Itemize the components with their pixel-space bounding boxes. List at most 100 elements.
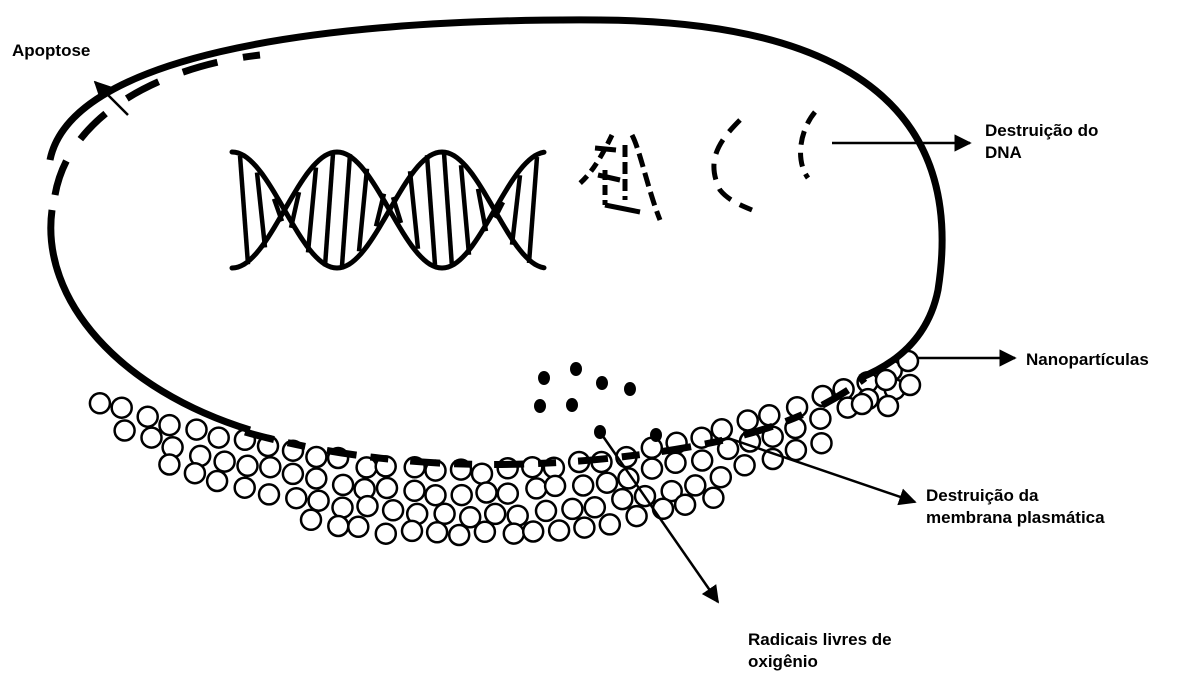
label-free-radicals-line1: Radicais livres de [748,629,892,651]
nanoparticle [472,464,492,484]
nanoparticle [612,489,632,509]
nanoparticle [215,452,235,472]
nanoparticle [333,475,353,495]
nanoparticle [260,457,280,477]
label-nanoparticles: Nanopartículas [1026,349,1149,371]
nanoparticle [692,451,712,471]
nanoparticle [585,497,605,517]
nanoparticle [711,467,731,487]
nanoparticle [383,500,403,520]
nanoparticle [900,375,920,395]
nanoparticle [435,504,455,524]
nanoparticle [810,409,830,429]
nanoparticle [685,475,705,495]
nanoparticle [377,478,397,498]
nanoparticle [642,459,662,479]
nanoparticle [283,464,303,484]
dna-fragments [578,112,815,220]
nanoparticle [306,447,326,467]
nanoparticle [115,421,135,441]
nanoparticle [536,501,556,521]
nanoparticle [187,420,207,440]
nanoparticle [238,456,258,476]
cell-membrane-left [51,210,250,430]
nanoparticle [485,504,505,524]
nanoparticle [475,522,495,542]
nanoparticle [812,433,832,453]
nanoparticle [666,453,686,473]
cell-membrane-broken-topleft [55,55,260,195]
nanoparticle [498,484,518,504]
free-radicals [534,362,662,442]
dna-base-pair [444,153,452,267]
label-free-radicals-line2: oxigênio [748,651,892,673]
nanoparticle [427,522,447,542]
nanoparticle [675,495,695,515]
nanoparticle [333,498,353,518]
dna-helix [232,152,544,268]
nanoparticle [477,483,497,503]
nanoparticle [159,455,179,475]
dna-base-pair [529,157,537,263]
dna-base-pair [512,175,520,245]
nanoparticle [504,524,524,544]
dna-base-pair [308,168,316,253]
nanoparticle [112,398,132,418]
nanoparticle [562,499,582,519]
dna-base-pair [257,173,265,248]
nanoparticle [738,411,758,431]
label-membrane-destruction-line2: membrana plasmática [926,507,1105,529]
nanoparticle [376,524,396,544]
nanoparticle [703,488,723,508]
dna-base-pair [325,154,333,267]
nanoparticle [405,481,425,501]
nanoparticle-cluster [90,351,920,545]
label-dna-destruction-line1: Destruição do [985,120,1098,142]
label-membrane-destruction: Destruição da membrana plasmática [926,485,1105,529]
nanoparticle [309,491,329,511]
nanoparticle [523,522,543,542]
dna-base-pair [461,165,469,255]
nanoparticle [426,485,446,505]
nanoparticle [549,521,569,541]
nanoparticle [526,478,546,498]
nanoparticle [286,488,306,508]
nanoparticle [207,471,227,491]
nanoparticle [759,405,779,425]
nanoparticle [574,518,594,538]
nanoparticle [545,476,565,496]
nanoparticle [402,521,422,541]
nanoparticle [235,478,255,498]
dna-base-pair [427,155,435,265]
dna-base-pair [240,156,248,265]
nanoparticle [449,525,469,545]
label-free-radicals: Radicais livres de oxigênio [748,629,892,673]
nanoparticle [735,455,755,475]
nanoparticle [160,415,180,435]
nanoparticle [142,428,162,448]
label-dna-destruction: Destruição do DNA [985,120,1098,164]
nanoparticle [852,394,872,414]
nanoparticle [597,473,617,493]
dna-base-pair [342,154,350,266]
nanoparticle [452,485,472,505]
nanoparticle [301,510,321,530]
dna-base-pair [410,171,418,249]
nanoparticle [209,428,229,448]
nanoparticle [786,440,806,460]
nanoparticle [600,514,620,534]
nanoparticle [348,517,368,537]
label-dna-destruction-line2: DNA [985,142,1098,164]
label-membrane-destruction-line1: Destruição da [926,485,1105,507]
nanoparticle [185,463,205,483]
nanoparticle [90,393,110,413]
nanoparticle [328,516,348,536]
nanoparticle [306,469,326,489]
nanoparticle [508,506,528,526]
label-apoptose: Apoptose [12,40,90,62]
nanoparticle [573,476,593,496]
nanoparticle [358,496,378,516]
nanoparticle [627,506,647,526]
nanoparticle [878,396,898,416]
